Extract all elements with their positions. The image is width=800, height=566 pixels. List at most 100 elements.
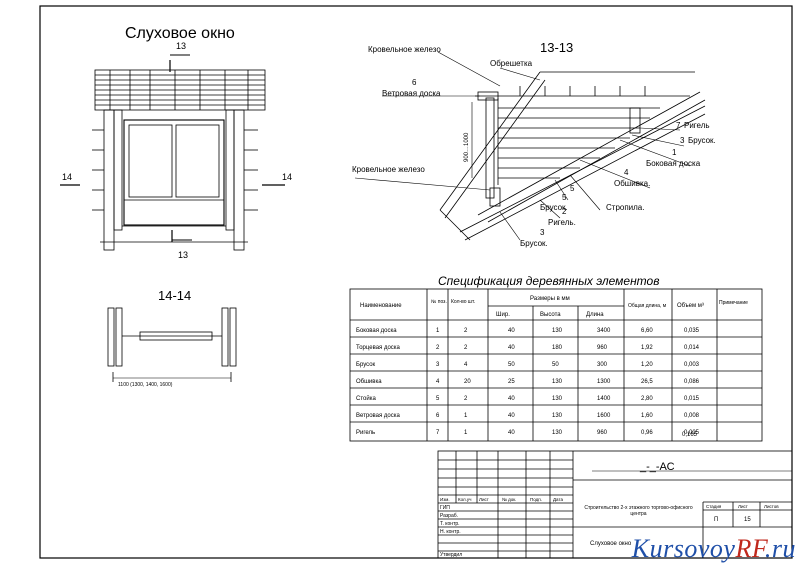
spec-cell-pos: 3 xyxy=(436,362,440,368)
spec-cell-pos: 4 xyxy=(436,379,440,385)
spec-cell-vol: 0,003 xyxy=(684,362,700,368)
spec-cell-h: 130 xyxy=(552,430,563,436)
spec-cell-l: 3400 xyxy=(597,328,611,334)
label-n4: 4 xyxy=(624,168,629,177)
spec-cell-len: 0,96 xyxy=(641,430,653,436)
spec-cell-vol: 0,015 xyxy=(684,396,700,402)
spec-cell-len: 1,60 xyxy=(641,413,653,419)
spec-cell-w: 40 xyxy=(508,396,515,402)
stamp-code: _-_-АС xyxy=(639,461,675,473)
hdr-dims: Размеры в мм xyxy=(530,296,570,302)
spec-cell-len: 26,5 xyxy=(641,379,653,385)
spec-cell-qty: 2 xyxy=(464,396,468,402)
spec-title: Спецификация деревянных элементов xyxy=(438,274,659,288)
hdr-qty: Кол-во шт. xyxy=(451,299,475,305)
spec-cell-len: 6,60 xyxy=(641,328,653,334)
section-14-14: 14-14 1100 (1300, 1400, 1600) xyxy=(107,288,237,388)
spec-cell-l: 1400 xyxy=(597,396,611,402)
stamp-col-header: Подп. xyxy=(530,497,542,502)
width-dimension: 1100 (1300, 1400, 1600) xyxy=(118,382,173,388)
spec-cell-l: 960 xyxy=(597,345,608,351)
spec-cell-w: 40 xyxy=(508,328,515,334)
spec-cell-pos: 1 xyxy=(436,328,440,334)
stamp-role: Утвердил xyxy=(440,552,462,558)
spec-cell-h: 50 xyxy=(552,362,559,368)
hdr-vol: Объем м³ xyxy=(677,303,704,309)
stamp-stage-h: Стадия xyxy=(706,504,722,509)
stamp-sheet-title: Слуховое окно xyxy=(590,541,632,547)
spec-total: 0,165 xyxy=(682,432,698,438)
spec-cell-l: 960 xyxy=(597,430,608,436)
label-side-board: Боковая доска xyxy=(646,159,701,168)
spec-cell-w: 25 xyxy=(508,379,515,385)
dormer-elevation: Слуховое окно 13 13 14 14 xyxy=(60,25,292,260)
hdr-h: Высота xyxy=(540,312,561,318)
spec-cell-qty: 20 xyxy=(464,379,471,385)
spec-cell-name: Ветровая доска xyxy=(356,413,401,419)
label-rigel-right: Ригель xyxy=(684,121,710,130)
spec-cell-l: 300 xyxy=(597,362,608,368)
spec-cell-name: Обшивка xyxy=(356,379,382,385)
spec-cell-name: Стойка xyxy=(356,395,376,402)
label-roof-iron-top: Кровельное железо xyxy=(368,45,441,54)
spec-cell-len: 1,20 xyxy=(641,362,653,368)
spec-cell-name: Торцевая доска xyxy=(356,345,401,351)
spec-cell-vol: 0,014 xyxy=(684,345,700,351)
spec-cell-qty: 1 xyxy=(464,413,468,419)
label-sheathing: Обрешетка xyxy=(490,59,533,68)
spec-cell-name: Ригель xyxy=(356,430,375,436)
label-rigel-mid: Ригель. xyxy=(548,218,576,227)
hdr-l: Длина xyxy=(586,312,604,318)
stamp-sheets-h: Листов xyxy=(764,504,779,509)
hdr-note: Примечание xyxy=(719,300,748,306)
label-n3b: 3 xyxy=(540,228,545,237)
stamp-role: ГИП xyxy=(440,505,450,511)
spec-cell-vol: 0,005 xyxy=(684,430,700,436)
section-13-13: 13-13 xyxy=(352,40,716,248)
section-13-title: 13-13 xyxy=(540,40,573,55)
spec-cell-len: 2,80 xyxy=(641,396,653,402)
label-stropila: Стропила. xyxy=(606,203,644,212)
stamp-col-header: Кол.уч xyxy=(458,497,472,502)
hdr-w: Шир. xyxy=(496,312,510,318)
stamp-sheet-h: Лист xyxy=(738,504,748,509)
stamp-role: Т. контр. xyxy=(440,521,460,527)
label-brus-mid: Брусок. xyxy=(540,203,568,212)
stamp-project: Строительство 2-х этажного торгово-офисн… xyxy=(584,505,693,517)
watermark-logo: KursovoyRF.ru xyxy=(631,534,796,563)
spec-cell-pos: 2 xyxy=(436,345,440,351)
mark-14-right: 14 xyxy=(282,172,292,182)
spec-cell-h: 130 xyxy=(552,396,563,402)
stamp-sheet: 15 xyxy=(744,517,751,523)
spec-cell-pos: 6 xyxy=(436,413,440,419)
spec-cell-pos: 5 xyxy=(436,396,440,402)
label-n2: 2 xyxy=(562,207,567,216)
hdr-pos: № поз. xyxy=(431,299,447,305)
mark-13-bottom: 13 xyxy=(178,250,188,260)
spec-cell-w: 40 xyxy=(508,345,515,351)
hdr-name: Наименование xyxy=(360,303,402,309)
spec-cell-h: 180 xyxy=(552,345,563,351)
label-n3r: 3 xyxy=(680,136,685,145)
spec-header: Наименование № поз. Кол-во шт. Размеры в… xyxy=(360,296,748,318)
spec-cell-pos: 7 xyxy=(436,430,440,436)
spec-cell-qty: 2 xyxy=(464,328,468,334)
label-n6: 6 xyxy=(412,78,417,87)
spec-cell-vol: 0,035 xyxy=(684,328,700,334)
spec-cell-vol: 0,008 xyxy=(684,413,700,419)
stamp-stage: П xyxy=(714,517,718,523)
section-14-title: 14-14 xyxy=(158,288,191,303)
dormer-title: Слуховое окно xyxy=(125,25,235,42)
spec-cell-h: 130 xyxy=(552,413,563,419)
spec-cell-w: 50 xyxy=(508,362,515,368)
stamp-col-header: Лист xyxy=(479,497,489,502)
spec-cell-qty: 4 xyxy=(464,362,468,368)
label-roof-iron-left: Кровельное железо xyxy=(352,165,425,174)
mark-14-left: 14 xyxy=(62,172,72,182)
hdr-total-len: Общая длина, м xyxy=(628,303,667,309)
spec-cell-vol: 0,086 xyxy=(684,379,700,385)
label-brus-bottom: Брусок. xyxy=(520,239,548,248)
